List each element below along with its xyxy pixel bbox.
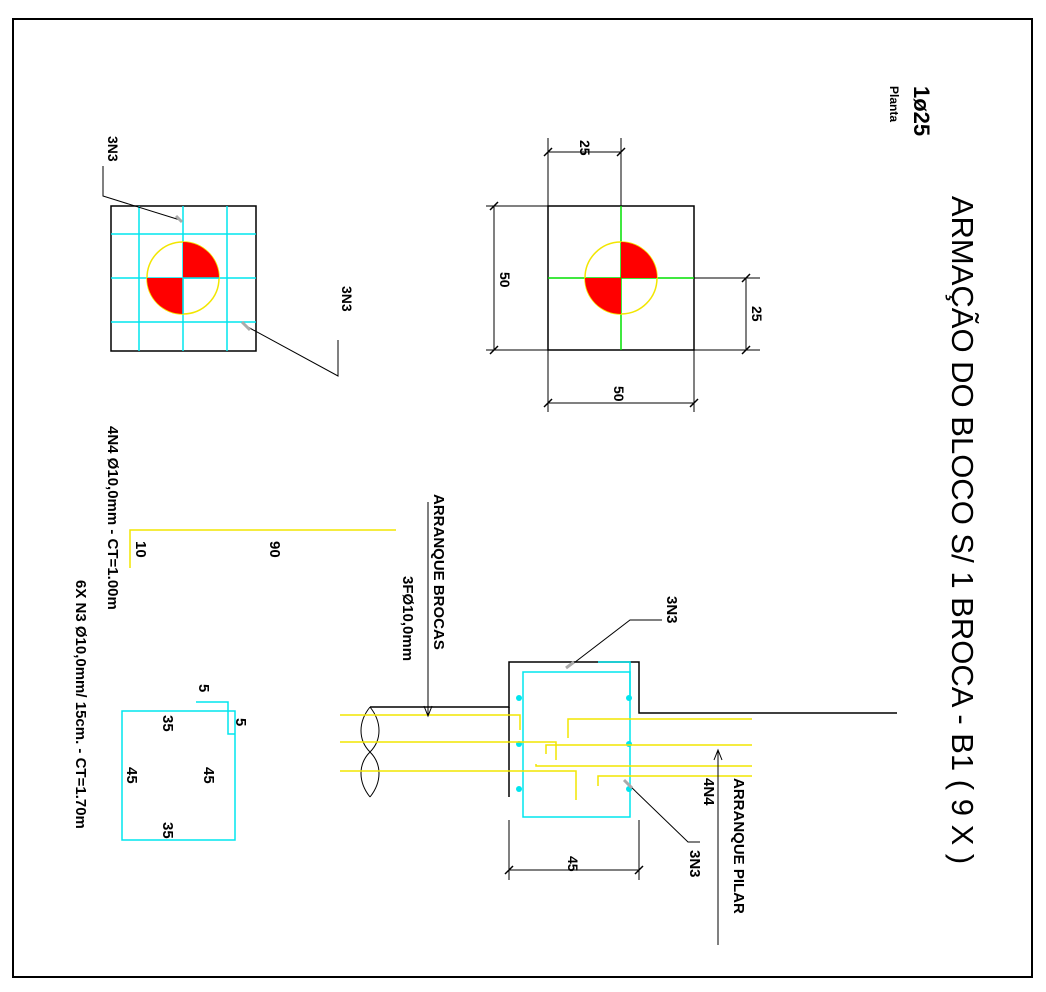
- plan-dim-left: 50: [497, 272, 513, 288]
- pillar-bars: [535, 718, 752, 786]
- stirrup-side-left: 45: [123, 767, 140, 784]
- drawing-scale: 1ø25: [909, 86, 934, 136]
- plan-pile-fill-top-right: [621, 242, 657, 278]
- stirrup-shape: [121, 710, 236, 841]
- leader-3n3-bottom: [245, 325, 339, 377]
- stirrup-spec: 6X N3 Ø10,0mm/ 15cm. - CT=1.70m: [72, 580, 89, 829]
- stirrup-side-bottom: 35: [159, 822, 176, 839]
- label-pilar-bars: 4N4: [700, 778, 717, 806]
- section-dim-width: 45: [565, 856, 581, 872]
- stirrup-detail: 6X N3 Ø10,0mm/ 15cm. - CT=1.70m 5 5 35 3…: [72, 580, 249, 841]
- rebar-plan-fill-bottom-left: [147, 278, 183, 314]
- plan-pile-fill-bottom-left: [585, 278, 621, 314]
- stirrup-hook: [196, 701, 235, 735]
- leader-3n3-section-bottom: [627, 783, 700, 843]
- leader-3n3-section-top: [569, 619, 662, 667]
- plan-dim-right: 25: [749, 306, 765, 322]
- stirrup-hook-1: 5: [195, 684, 212, 692]
- label-3n3-section-top: 3N3: [663, 596, 680, 624]
- n4-len-long: 90: [266, 541, 283, 558]
- n4-bar-detail: 4N4 Ø10,0mm - CT=1.00m 90 10: [104, 426, 396, 610]
- label-arranque-pilar: ARRANQUE PILAR: [730, 778, 747, 914]
- stirrup-side-right: 45: [200, 767, 217, 784]
- plan-view: 25 50 25 50: [486, 138, 765, 412]
- title-block: ARMAÇÃO DO BLOCO S/ 1 BROCA - B1 ( 9 X )…: [887, 86, 980, 864]
- sheet-border: [12, 18, 1033, 978]
- rebar-plan-fill-top-right: [183, 242, 219, 278]
- plan-dim-top: 25: [577, 140, 593, 156]
- drawing-view: Planta: [887, 86, 901, 122]
- leader-3n3-top: [102, 166, 181, 221]
- stirrup-side-top: 35: [159, 715, 176, 732]
- plan-dim-bottom: 50: [611, 386, 627, 402]
- rebar-plan-view: 3N3 3N3: [102, 136, 355, 377]
- section-outline: [370, 661, 897, 714]
- pile-break: [360, 706, 380, 798]
- rebar-plan-label-top: 3N3: [105, 136, 121, 162]
- label-arranque-brocas: ARRANQUE BROCAS: [430, 494, 447, 650]
- n4-len-short: 10: [132, 541, 149, 558]
- stirrup-hook-2: 5: [232, 718, 249, 726]
- pile-bars: [340, 714, 577, 800]
- n4-spec: 4N4 Ø10,0mm - CT=1.00m: [104, 426, 121, 610]
- drawing-title: ARMAÇÃO DO BLOCO S/ 1 BROCA - B1 ( 9 X ): [945, 196, 980, 864]
- label-3n3-section-bottom: 3N3: [686, 850, 703, 878]
- section-view: 45 ARRANQUE BROCAS 3FØ10,0mm 3N3 3N3 ARR…: [340, 494, 897, 945]
- label-brocas-bars: 3FØ10,0mm: [399, 576, 416, 661]
- section-bar-dots: [516, 695, 632, 792]
- n4-bar-shape: [129, 529, 396, 568]
- rebar-plan-label-bottom: 3N3: [339, 286, 355, 312]
